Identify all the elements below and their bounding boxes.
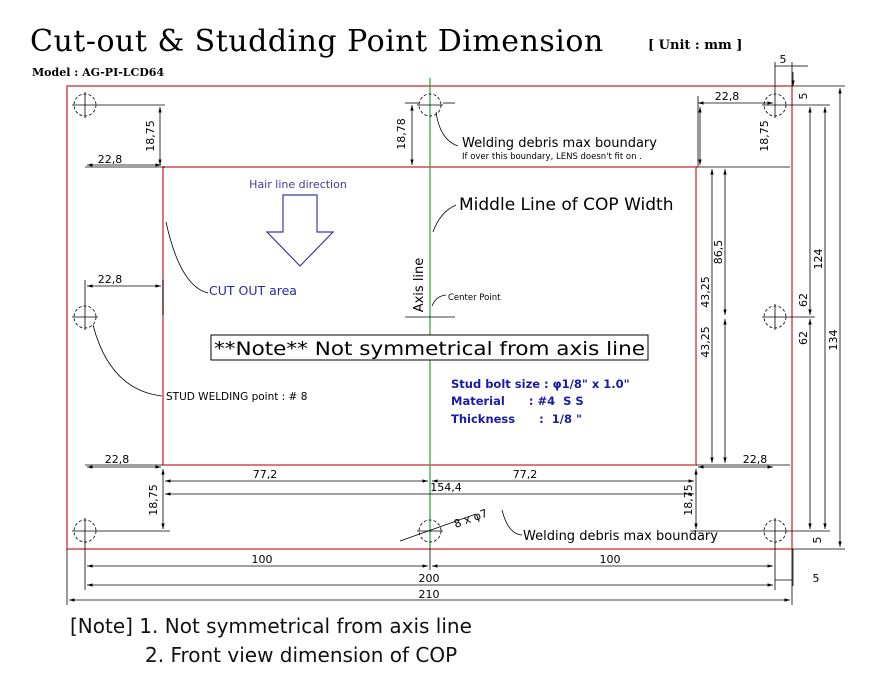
dimension-label: 22,8 xyxy=(743,453,768,466)
dimension-label: 22,8 xyxy=(98,273,123,286)
dimension-label: 86,5 xyxy=(712,240,725,265)
dimension-label: 18,78 xyxy=(395,118,408,150)
stud-welding-label: STUD WELDING point : # 8 xyxy=(166,391,307,403)
middle-line-label: Middle Line of COP Width xyxy=(459,195,673,215)
dimension-label: 22,8 xyxy=(715,90,740,103)
stud-bolt-spec: Stud bolt size : φ1/8" x 1.0" xyxy=(451,377,630,391)
leader-line xyxy=(435,111,459,147)
dimension-label: 5 xyxy=(780,53,787,66)
dimension-label: 18,75 xyxy=(147,484,160,516)
weld-boundary-label: Welding debris max boundary xyxy=(462,136,657,151)
dimension-label: 5 xyxy=(797,93,810,100)
cut-out-label: CUT OUT area xyxy=(209,283,297,298)
leader-line xyxy=(165,221,209,294)
dimension-label: 100 xyxy=(600,553,621,566)
weld-boundary-bottom-label: Welding debris max boundary xyxy=(523,529,718,544)
dimension-label: 100 xyxy=(252,553,273,566)
leader-line xyxy=(432,204,457,233)
dimension-label: 22,8 xyxy=(98,153,123,166)
dimension-label: 200 xyxy=(419,572,440,585)
leader-line xyxy=(92,324,163,397)
dimension-label: 134 xyxy=(827,330,840,351)
note-line-2: 2. Front view dimension of COP xyxy=(145,643,458,667)
unit-label: [ Unit : mm ] xyxy=(648,38,743,53)
dimension-label: 62 xyxy=(797,293,810,307)
stud-hole xyxy=(762,92,788,118)
hair-line-label: Hair line direction xyxy=(249,178,347,191)
note-box xyxy=(210,334,649,361)
stud-hole xyxy=(72,518,98,544)
dimension-label: 5 xyxy=(813,572,820,585)
axis-line-label: Axis line xyxy=(412,258,427,313)
stud-hole xyxy=(72,92,98,118)
dimension-label: 22,8 xyxy=(105,453,130,466)
page-title: Cut-out & Studding Point Dimension xyxy=(30,24,604,59)
note-box-text: **Note** Not symmetrical from axis line xyxy=(214,338,645,360)
dimension-label: 18,75 xyxy=(758,120,771,152)
dimension-label: 77,2 xyxy=(253,468,278,481)
leader-line xyxy=(399,513,477,542)
stud-hole xyxy=(72,304,98,330)
dimension-label: 62 xyxy=(797,331,810,345)
stud-hole xyxy=(417,93,443,117)
thickness-spec: Thickness : 1/8 " xyxy=(451,412,582,426)
note-line-1: [Note] 1. Not symmetrical from axis line xyxy=(70,614,472,638)
dimension-label: 154,4 xyxy=(430,481,462,494)
leader-line xyxy=(431,294,447,307)
dimension-label: 77,2 xyxy=(513,468,538,481)
dimension-label: 18,75 xyxy=(682,484,695,516)
center-point-label: Center Point xyxy=(448,293,501,303)
dimension-label: 5 xyxy=(811,537,824,544)
hair-line-direction-arrow xyxy=(265,194,335,267)
weld-boundary-note: If over this boundary, LENS doesn't fit … xyxy=(462,152,642,162)
hole-spec-label: 8 x φ7 xyxy=(452,507,489,531)
dimension-label: 18,75 xyxy=(144,120,157,152)
stud-hole xyxy=(417,519,443,543)
material-spec: Material : #4 S S xyxy=(451,394,584,408)
leader-line xyxy=(501,509,523,536)
stud-hole xyxy=(762,518,788,544)
model-label: Model : AG-PI-LCD64 xyxy=(32,66,165,79)
dimension-label: 43,25 xyxy=(699,276,712,308)
dimension-label: 124 xyxy=(812,249,825,270)
dimension-label: 43,25 xyxy=(699,326,712,358)
dimension-label: 210 xyxy=(419,588,440,601)
stud-hole xyxy=(762,304,788,330)
